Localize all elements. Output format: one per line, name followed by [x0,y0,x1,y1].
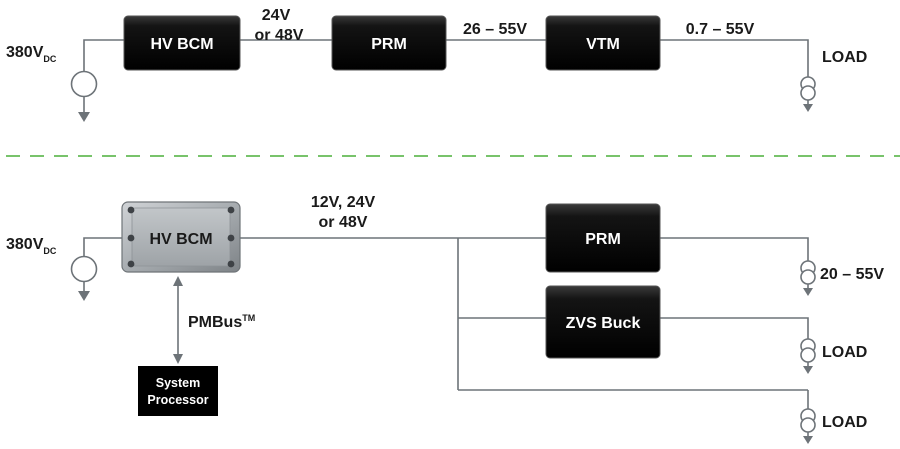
bottom-bus-voltage-line1: 12V, 24V [311,194,376,211]
bottom-direct-load-current-sink-icon [800,408,816,433]
pmbus-down-arrow [173,354,183,364]
bottom-voltage-source-icon [70,255,98,283]
bottom-bus-voltage-line2: or 48V [319,214,368,231]
bottom-diagram: 380VDC HV BCM 12V, 24V or 48V PRM ZVS Bu… [6,194,884,444]
top-load-label: LOAD [822,49,867,66]
system-processor-label-line1: System [156,376,200,390]
top-vtm-block: VTM [545,15,661,71]
bottom-prm-load-ground-arrow [803,288,813,296]
bottom-prm-output-wire [660,237,809,262]
bottom-zvs-output-wire [660,317,809,340]
top-prm-block: PRM [331,15,447,71]
top-vtm-load-wire [660,39,809,78]
top-prm-label: PRM [371,36,407,53]
top-vtm-label: VTM [586,36,620,53]
bottom-hv-bcm-label: HV BCM [149,231,212,248]
bottom-zvs-buck-label: ZVS Buck [566,315,641,332]
top-bcm-output-voltage-line2: or 48V [255,27,304,44]
bottom-prm-block: PRM [545,203,661,273]
bottom-zvs-buck-block: ZVS Buck [545,285,661,359]
bottom-source-wire [83,237,124,256]
top-load-current-sink-icon [800,76,816,101]
bottom-hv-bcm-block: HV BCM [121,201,241,273]
bottom-zvs-load-label: LOAD [822,344,867,361]
top-voltage-source-icon [70,70,98,98]
bottom-source-voltage-label: 380VDC [6,236,57,256]
bottom-prm-output-voltage: 20 – 55V [820,266,884,283]
top-load-ground-arrow [803,104,813,112]
bottom-prm-load-current-sink-icon [800,260,816,285]
top-vtm-output-voltage: 0.7 – 55V [686,21,755,38]
system-processor-block: System Processor [138,366,218,416]
top-bcm-output-voltage-line1: 24V [262,7,291,24]
pmbus-up-arrow [173,276,183,286]
top-source-ground-arrow [78,112,90,122]
bottom-direct-load-label: LOAD [822,414,867,431]
bottom-zvs-load-current-sink-icon [800,338,816,363]
top-hv-bcm-block: HV BCM [123,15,241,71]
top-prm-output-voltage: 26 – 55V [463,21,527,38]
top-hv-bcm-label: HV BCM [150,36,213,53]
pmbus-label: PMBusTM [188,313,255,331]
bottom-prm-label: PRM [585,231,621,248]
top-source-wire [83,39,124,71]
bottom-direct-load-ground-arrow [803,436,813,444]
bottom-source-ground-arrow [78,291,90,301]
system-processor-label-line2: Processor [147,393,208,407]
bottom-zvs-load-ground-arrow [803,366,813,374]
top-source-voltage-label: 380VDC [6,44,57,64]
top-diagram: 380VDC HV BCM 24V or 48V PRM 26 – 55V VT… [6,7,867,122]
